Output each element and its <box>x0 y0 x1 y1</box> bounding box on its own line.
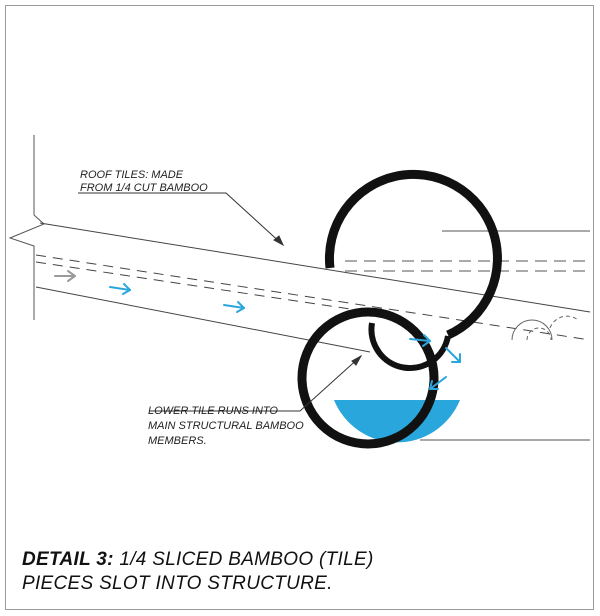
leader-lines <box>78 192 363 412</box>
flow-arrow-icon <box>429 376 447 390</box>
caption-lead: DETAIL 3: <box>22 549 114 570</box>
tile-hidden-line <box>35 254 591 341</box>
structural-bamboo-lower <box>297 307 439 449</box>
tile-hook <box>368 322 451 372</box>
lower-tile-note: LOWER TILE RUNS INTO MAIN STRUCTURAL BAM… <box>148 405 307 447</box>
flow-arrow-icon <box>409 334 431 347</box>
bamboo-profile-small <box>511 315 579 341</box>
flow-arrow-icon <box>109 283 131 295</box>
flow-arrow-icon <box>445 347 461 363</box>
structural-bamboo-upper <box>324 169 502 340</box>
detail-caption: DETAIL 3: 1/4 SLICED BAMBOO (TILE) PIECE… <box>22 548 582 596</box>
inflow-arrow-icon <box>54 270 76 282</box>
drawing-frame <box>5 5 594 610</box>
caption-line-2: PIECES SLOT INTO STRUCTURE. <box>22 573 333 594</box>
flow-arrows <box>54 270 461 390</box>
roof-tiles-note: ROOF TILES: MADE FROM 1/4 CUT BAMBOO <box>80 169 208 194</box>
caption-line-1: DETAIL 3: 1/4 SLICED BAMBOO (TILE) <box>22 548 582 572</box>
wall-edge <box>8 135 45 320</box>
structural-member-lines <box>345 230 590 441</box>
caption-line-1-text: 1/4 SLICED BAMBOO (TILE) <box>119 549 374 570</box>
flow-arrow-icon <box>223 301 245 313</box>
